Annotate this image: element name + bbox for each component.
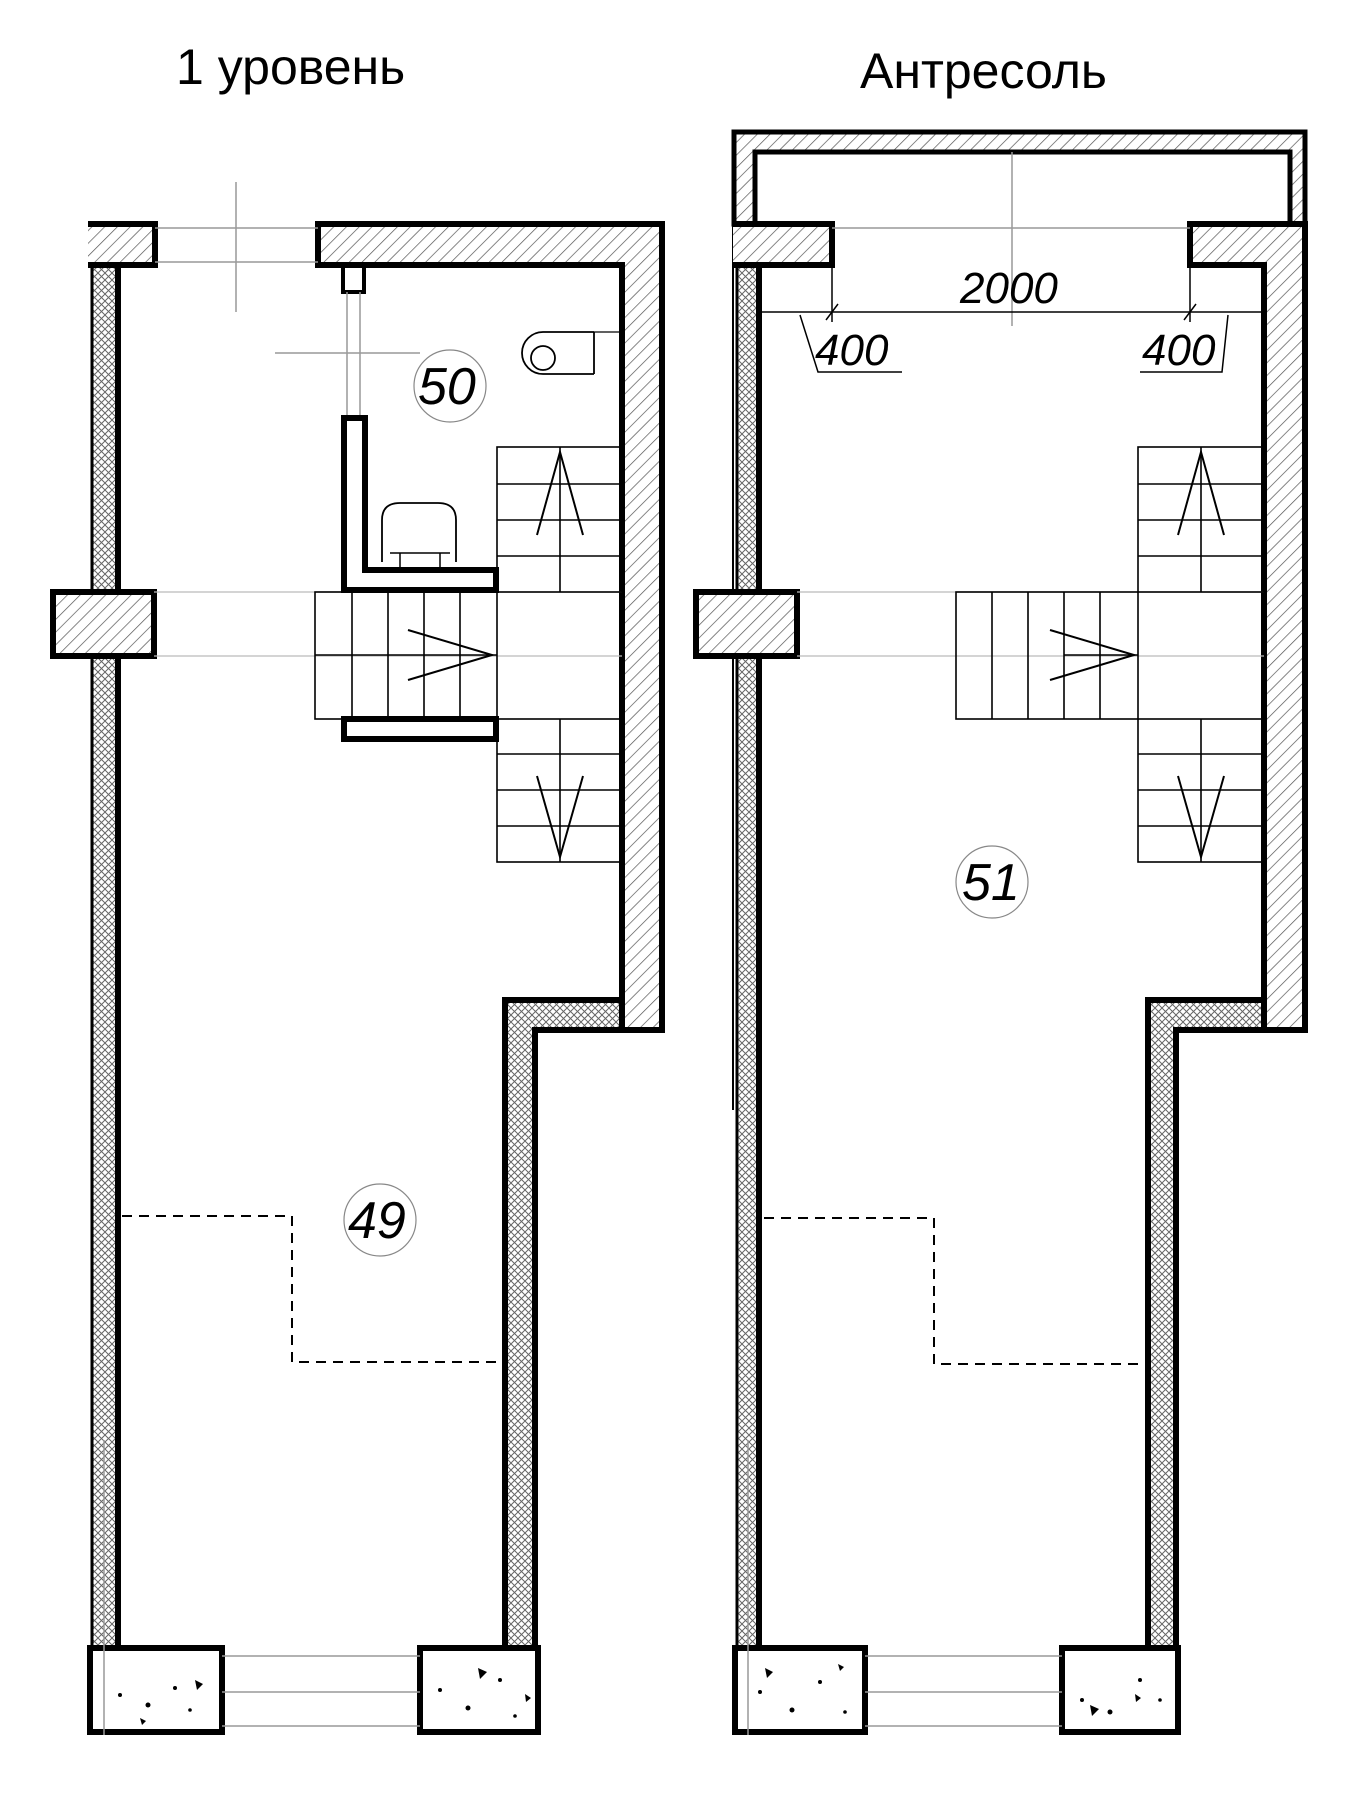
dimension-right-offset-label: 400: [1142, 326, 1216, 375]
top-frame-wall: [731, 129, 1308, 227]
mezzanine-bottom-wall-right: [1059, 1645, 1181, 1735]
mezzanine-plan: 2000 400 400: [693, 129, 1308, 1735]
dimension-span-label: 2000: [959, 264, 1058, 313]
stair-lower-flight: [496, 718, 623, 863]
bottom-wall-left: [87, 1645, 225, 1735]
mezzanine-bottom-wall-left: [732, 1645, 868, 1735]
left-wall: [90, 263, 120, 1662]
step-wall: [502, 997, 625, 1651]
bathroom-partition: [341, 415, 499, 593]
sink: [521, 331, 594, 375]
dimension-left-offset-label: 400: [815, 326, 889, 375]
room-49-label: 49: [348, 1192, 406, 1250]
mezzanine-title: Антресоль: [860, 43, 1107, 99]
room-50-label: 50: [418, 358, 476, 416]
column: [50, 589, 157, 659]
bottom-wall-right: [417, 1645, 541, 1735]
room-51-label: 51: [962, 854, 1020, 912]
dimension-2000: [760, 265, 1264, 373]
mezzanine-stair-middle: [955, 591, 1139, 720]
mezzanine-stair-upper: [1137, 446, 1265, 593]
top-left-wall-stub: [88, 221, 158, 268]
level-1-plan: 50 49: [50, 182, 665, 1735]
top-right-wall: [315, 221, 665, 1033]
toilet: [381, 502, 457, 562]
stair-upper-flight: [496, 446, 623, 593]
level-1-title: 1 уровень: [176, 39, 406, 95]
dashed-zone: [122, 1215, 505, 1363]
mezzanine-stair-lower: [1137, 718, 1265, 863]
stair-middle-flight: [314, 591, 499, 742]
